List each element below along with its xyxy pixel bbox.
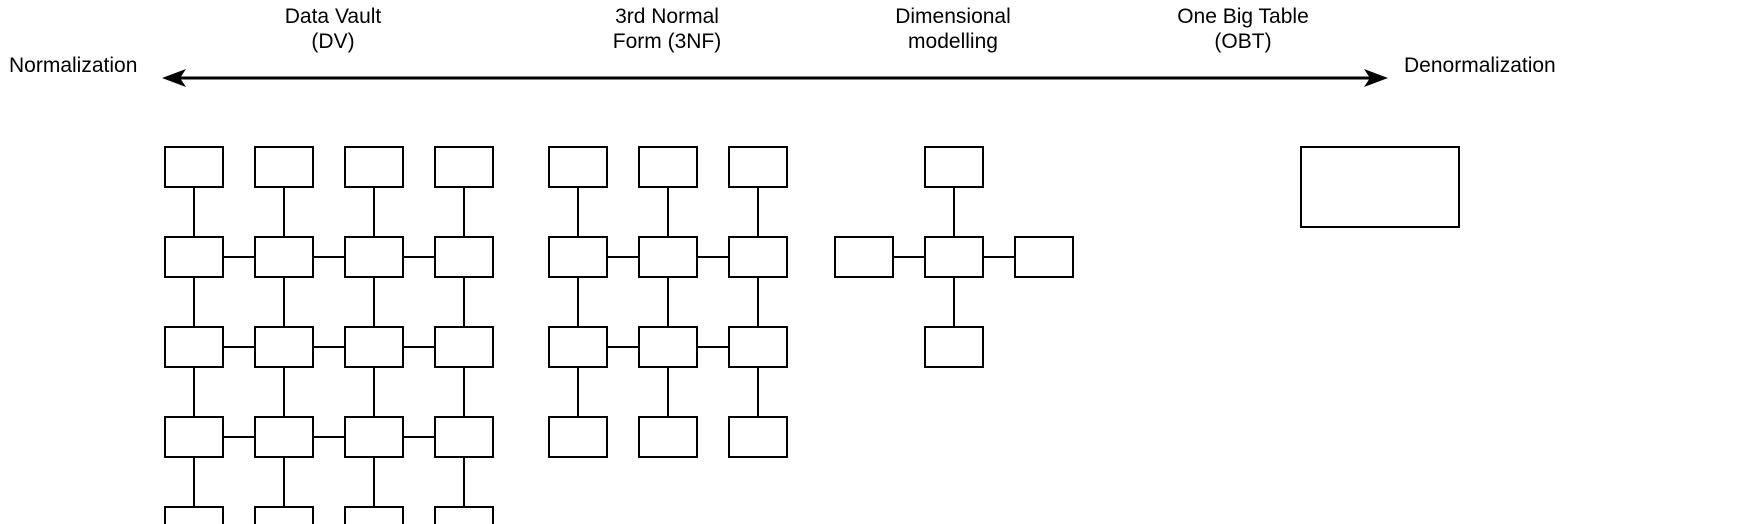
table-node[interactable]: [638, 236, 698, 278]
table-node[interactable]: [638, 326, 698, 368]
connector-vertical: [577, 278, 579, 326]
table-node[interactable]: [164, 326, 224, 368]
connector-horizontal: [984, 256, 1014, 258]
connector-horizontal: [404, 436, 434, 438]
table-node[interactable]: [344, 326, 404, 368]
connector-vertical: [193, 368, 195, 416]
axis-label-denormalization: Denormalization: [1404, 54, 1556, 77]
connector-horizontal: [894, 256, 924, 258]
table-node[interactable]: [344, 236, 404, 278]
dimension-table-node[interactable]: [924, 146, 984, 188]
connector-horizontal: [404, 256, 434, 258]
connector-horizontal: [698, 346, 728, 348]
normalization-axis-arrow: [160, 60, 1390, 96]
model-diagram-third-normal-form: [548, 146, 788, 458]
model-diagram-one-big-table: [1300, 146, 1462, 246]
table-node[interactable]: [164, 506, 224, 524]
connector-vertical: [193, 458, 195, 506]
model-diagram-dimensional-modelling: [834, 146, 1074, 368]
connector-vertical: [667, 278, 669, 326]
table-node[interactable]: [434, 146, 494, 188]
table-node[interactable]: [164, 416, 224, 458]
connector-vertical: [463, 278, 465, 326]
table-node[interactable]: [344, 506, 404, 524]
connector-horizontal: [608, 346, 638, 348]
connector-horizontal: [608, 256, 638, 258]
table-node[interactable]: [638, 416, 698, 458]
connector-horizontal: [314, 346, 344, 348]
one-big-table-node[interactable]: [1300, 146, 1460, 228]
connector-vertical: [463, 188, 465, 236]
dimension-table-node[interactable]: [1014, 236, 1074, 278]
table-node[interactable]: [254, 326, 314, 368]
connector-vertical: [373, 368, 375, 416]
table-node[interactable]: [728, 416, 788, 458]
table-node[interactable]: [434, 236, 494, 278]
connector-vertical: [283, 278, 285, 326]
table-node[interactable]: [434, 506, 494, 524]
axis-label-normalization: Normalization: [9, 54, 138, 77]
column-caption-one-big-table: One Big Table (OBT): [1177, 5, 1309, 53]
table-node[interactable]: [254, 416, 314, 458]
table-node[interactable]: [548, 326, 608, 368]
table-node[interactable]: [548, 146, 608, 188]
connector-vertical: [953, 188, 955, 236]
connector-vertical: [373, 278, 375, 326]
connector-vertical: [193, 188, 195, 236]
table-node[interactable]: [164, 236, 224, 278]
table-node[interactable]: [548, 416, 608, 458]
dimension-table-node[interactable]: [834, 236, 894, 278]
connector-vertical: [667, 368, 669, 416]
connector-vertical: [953, 278, 955, 326]
table-node[interactable]: [548, 236, 608, 278]
connector-horizontal: [404, 346, 434, 348]
connector-vertical: [757, 368, 759, 416]
table-node[interactable]: [254, 236, 314, 278]
connector-vertical: [463, 458, 465, 506]
connector-horizontal: [314, 256, 344, 258]
connector-horizontal: [698, 256, 728, 258]
dimension-table-node[interactable]: [924, 326, 984, 368]
table-node[interactable]: [728, 326, 788, 368]
connector-horizontal: [314, 436, 344, 438]
connector-vertical: [283, 368, 285, 416]
connector-vertical: [577, 368, 579, 416]
table-node[interactable]: [254, 146, 314, 188]
connector-vertical: [577, 188, 579, 236]
connector-horizontal: [224, 346, 254, 348]
table-node[interactable]: [254, 506, 314, 524]
table-node[interactable]: [434, 416, 494, 458]
connector-vertical: [463, 368, 465, 416]
connector-horizontal: [224, 256, 254, 258]
connector-vertical: [283, 458, 285, 506]
connector-horizontal: [224, 436, 254, 438]
table-node[interactable]: [728, 236, 788, 278]
fact-table-node[interactable]: [924, 236, 984, 278]
connector-vertical: [373, 188, 375, 236]
table-node[interactable]: [344, 416, 404, 458]
column-caption-data-vault: Data Vault (DV): [284, 5, 382, 53]
column-caption-dimensional-modelling: Dimensional modelling: [895, 5, 1011, 53]
connector-vertical: [373, 458, 375, 506]
connector-vertical: [193, 278, 195, 326]
table-node[interactable]: [164, 146, 224, 188]
connector-vertical: [757, 278, 759, 326]
model-diagram-data-vault: [164, 146, 504, 524]
connector-vertical: [667, 188, 669, 236]
table-node[interactable]: [344, 146, 404, 188]
connector-vertical: [757, 188, 759, 236]
connector-vertical: [283, 188, 285, 236]
table-node[interactable]: [728, 146, 788, 188]
table-node[interactable]: [434, 326, 494, 368]
table-node[interactable]: [638, 146, 698, 188]
column-caption-third-normal-form: 3rd Normal Form (3NF): [612, 5, 722, 53]
